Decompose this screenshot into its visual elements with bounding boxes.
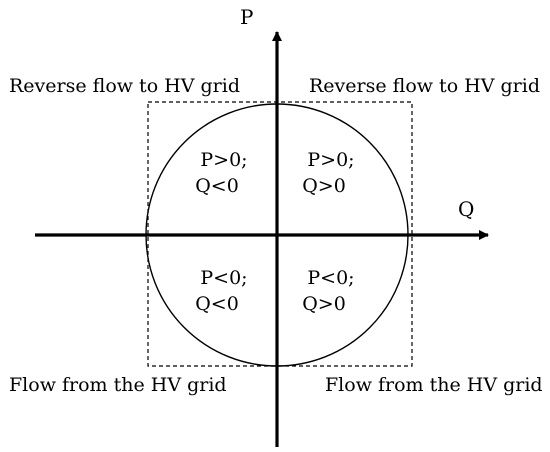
quadrant-3-line2: Q<0	[195, 293, 239, 315]
quadrant-2-line1: P>0;	[200, 149, 247, 171]
region-label-bottom-right: Flow from the HV grid	[325, 374, 543, 396]
region-label-bottom-left: Flow from the HV grid	[9, 374, 227, 396]
quadrant-4-line2: Q>0	[302, 293, 346, 315]
quadrant-3-line1: P<0;	[200, 267, 247, 289]
p-axis-label: P	[240, 5, 253, 29]
region-label-top-right: Reverse flow to HV grid	[309, 75, 540, 97]
quadrant-2-line2: Q<0	[195, 175, 239, 197]
q-axis-label: Q	[458, 197, 474, 221]
quadrant-1-line1: P>0;	[307, 149, 354, 171]
region-label-top-left: Reverse flow to HV grid	[9, 75, 240, 97]
quadrant-1-line2: Q>0	[302, 175, 346, 197]
quadrant-4-line1: P<0;	[307, 267, 354, 289]
